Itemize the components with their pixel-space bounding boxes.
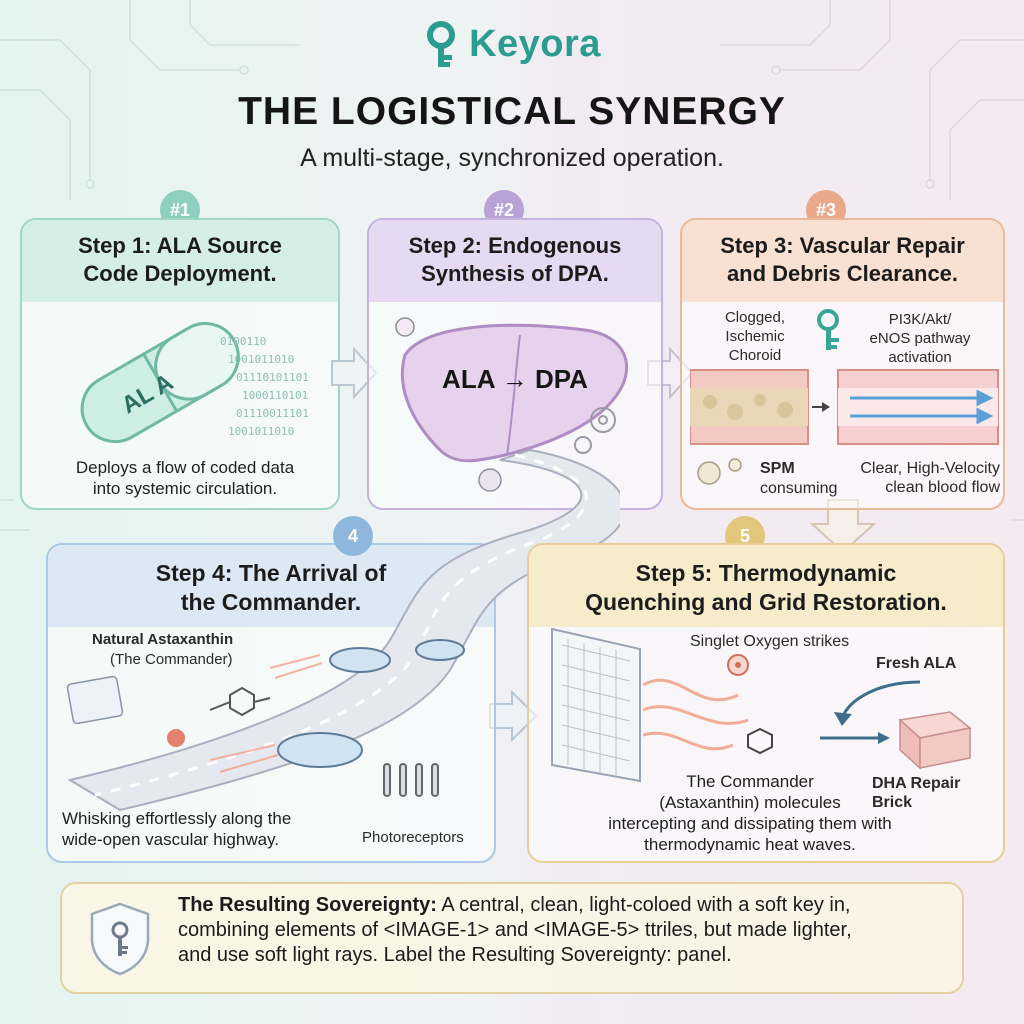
photoreceptors-icon (383, 763, 439, 797)
ala-to-dpa-conversion: ALA → DPA (442, 364, 588, 394)
page-title: THE LOGISTICAL SYNERGY (238, 90, 786, 133)
liver-illustration-icon (395, 317, 629, 492)
page-subtitle: A multi-stage, synchronized operation. (300, 144, 724, 172)
singlet-oxygen-label: Singlet Oxygen strikes (690, 633, 850, 650)
flow-arrow-1-2 (331, 346, 378, 400)
vessel-comparison-illustration (690, 369, 999, 445)
repair-cycle-illustration (820, 680, 972, 770)
commander-label: Natural Astaxanthin (92, 631, 234, 648)
dha-repair-brick-label: DHA Repair Brick (872, 775, 961, 811)
brand-name: Keyora (469, 22, 601, 65)
svg-text:0100110: 0100110 (220, 335, 266, 348)
spm-label: SPM (760, 460, 795, 477)
svg-text:1001011010: 1001011010 (228, 353, 294, 366)
step-1-title: Step 1: ALA Source Code Deployment. (22, 220, 338, 302)
commander-sub-label: (The Commander) (110, 651, 233, 668)
sovereignty-text: The Resulting Sovereignty: A central, cl… (178, 894, 852, 966)
step-4-badge: 4 (333, 516, 373, 556)
svg-text:1001011010: 1001011010 (228, 425, 294, 438)
key-logo-icon (427, 21, 456, 67)
clean-flow-label: Clear, High-Velocity clean blood flow (860, 460, 1000, 496)
svg-text:01110011101: 01110011101 (236, 407, 309, 420)
svg-text:01110101101: 01110101101 (236, 371, 309, 384)
step-5-title: Step 5: Thermodynamic Quenching and Grid… (529, 545, 1003, 627)
retinal-grid-illustration (551, 627, 773, 783)
spm-particle-icon (697, 458, 742, 485)
step-4-caption: Whisking effortlessly along the wide-ope… (62, 809, 292, 849)
step-5-caption: The Commander (Astaxanthin) molecules in… (608, 772, 892, 854)
svg-text:1000110101: 1000110101 (242, 389, 308, 402)
photoreceptors-label: Photoreceptors (362, 829, 464, 846)
brand-logo: Keyora (0, 14, 1024, 74)
sovereignty-heading: The Resulting Sovereignty: (178, 894, 437, 916)
spm-sub-label: consuming (760, 480, 838, 497)
clogged-choroid-label: Clogged, Ischemic Choroid (724, 309, 786, 364)
shield-key-icon (90, 902, 150, 976)
pathway-activation-label: PI3K/Akt/ eNOS pathway activation (869, 311, 971, 366)
fresh-ala-label: Fresh ALA (876, 655, 957, 672)
vascular-highway-illustration (66, 448, 620, 812)
ala-capsule-icon: AL A 0100110 1001011010 01110101101 1000… (80, 322, 309, 444)
step-2-title: Step 2: Endogenous Synthesis of DPA. (369, 220, 661, 302)
sovereignty-panel (60, 882, 964, 994)
key-activation-icon (817, 309, 839, 350)
step-5-card: Step 5: Thermodynamic Quenching and Grid… (527, 543, 1005, 863)
step-1-caption: Deploys a flow of coded data into system… (75, 458, 295, 498)
step-3-title: Step 3: Vascular Repair and Debris Clear… (682, 220, 1003, 302)
